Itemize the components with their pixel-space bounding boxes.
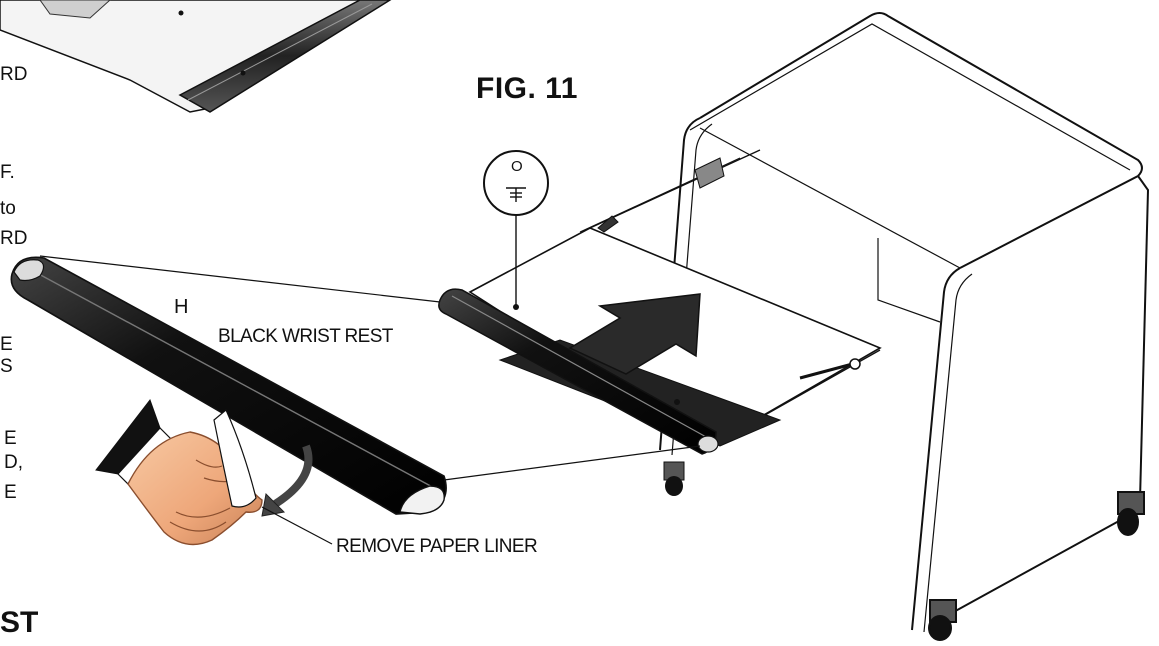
peel-direction-arrow bbox=[269, 444, 313, 510]
tray-rail bbox=[178, 0, 392, 113]
leader-lines bbox=[261, 506, 333, 545]
slide-bracket bbox=[597, 215, 619, 233]
cropped-text-fragment: RD bbox=[0, 228, 28, 249]
hardware-callout-letter: O bbox=[511, 158, 523, 175]
part-letter: H bbox=[174, 296, 189, 318]
cropped-text-fragment: E bbox=[4, 482, 17, 503]
caster-wheel bbox=[663, 461, 685, 496]
cropped-text-fragment: RD bbox=[0, 64, 28, 85]
wrist-rest-end-cap bbox=[399, 485, 445, 515]
paper-liner bbox=[213, 409, 257, 508]
installed-wrist-rest bbox=[438, 288, 719, 455]
cropped-heading-fragment: ST bbox=[0, 606, 39, 639]
screw-hole bbox=[240, 70, 246, 76]
slide-bracket bbox=[694, 157, 725, 189]
screw-hole bbox=[674, 399, 680, 405]
caster-wheel bbox=[928, 599, 957, 641]
screw-hole bbox=[178, 10, 184, 16]
screw-icon bbox=[506, 187, 526, 202]
hand-peeling-liner bbox=[95, 398, 313, 546]
wrist-rest-label: BLACK WRIST REST bbox=[218, 326, 393, 347]
cropped-text-fragment: E bbox=[0, 334, 13, 355]
figure-title: FIG. 11 bbox=[476, 72, 578, 105]
cropped-text-fragment: E bbox=[4, 428, 17, 449]
keyboard-tray-fragment bbox=[0, 0, 392, 113]
alignment-lines bbox=[39, 255, 701, 481]
hardware-callout bbox=[483, 150, 549, 305]
push-direction-arrow bbox=[568, 293, 701, 375]
screw-hole bbox=[513, 304, 519, 310]
wrist-rest-part-h bbox=[10, 256, 447, 515]
remove-liner-label: REMOVE PAPER LINER bbox=[336, 536, 538, 557]
cropped-text-fragment: D, bbox=[4, 452, 23, 473]
cropped-text-fragment: to bbox=[0, 198, 16, 219]
cropped-text-fragment: F. bbox=[0, 162, 15, 183]
desk-cabinet bbox=[659, 12, 1150, 641]
cropped-text-fragment: S bbox=[0, 356, 13, 377]
caster-wheel bbox=[1117, 491, 1145, 536]
